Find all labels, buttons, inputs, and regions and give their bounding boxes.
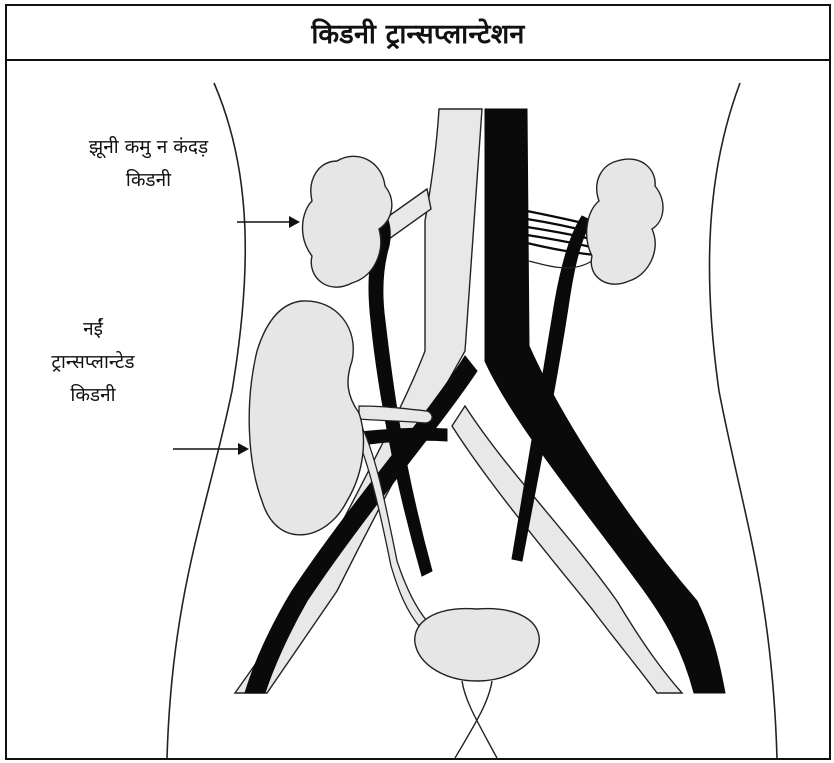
new-kidney-arrow-head <box>238 443 249 455</box>
bladder <box>415 609 539 681</box>
urethra-right <box>455 681 492 758</box>
old-right-kidney <box>587 159 663 284</box>
urethra-left <box>462 681 497 758</box>
diagram-frame: किडनी ट्रान्सप्लान्टेशन <box>5 4 831 760</box>
new-kidney-label-line2: ट्रान्सप्लान्टेड <box>13 346 173 379</box>
title-bar: किडनी ट्रान्सप्लान्टेशन <box>7 6 829 61</box>
new-kidney-label-line1: नईं <box>13 313 173 346</box>
new-kidney-label: नईं ट्रान्सप्लान्टेड किडनी <box>13 313 173 412</box>
old-kidney-label: झूनी कमु न कंदड़ किडनी <box>61 131 236 197</box>
new-transplanted-kidney <box>249 301 363 535</box>
right-renal-vein-light <box>529 261 592 268</box>
new-kidney-label-line3: किडनी <box>13 379 173 412</box>
old-kidney-label-line2: किडनी <box>61 164 236 197</box>
body-outline-right <box>709 83 777 758</box>
diagram-title: किडनी ट्रान्सप्लान्टेशन <box>311 14 524 51</box>
old-kidney-label-line1: झूनी कमु न कंदड़ <box>61 131 236 164</box>
old-kidney-arrow-head <box>289 216 300 228</box>
